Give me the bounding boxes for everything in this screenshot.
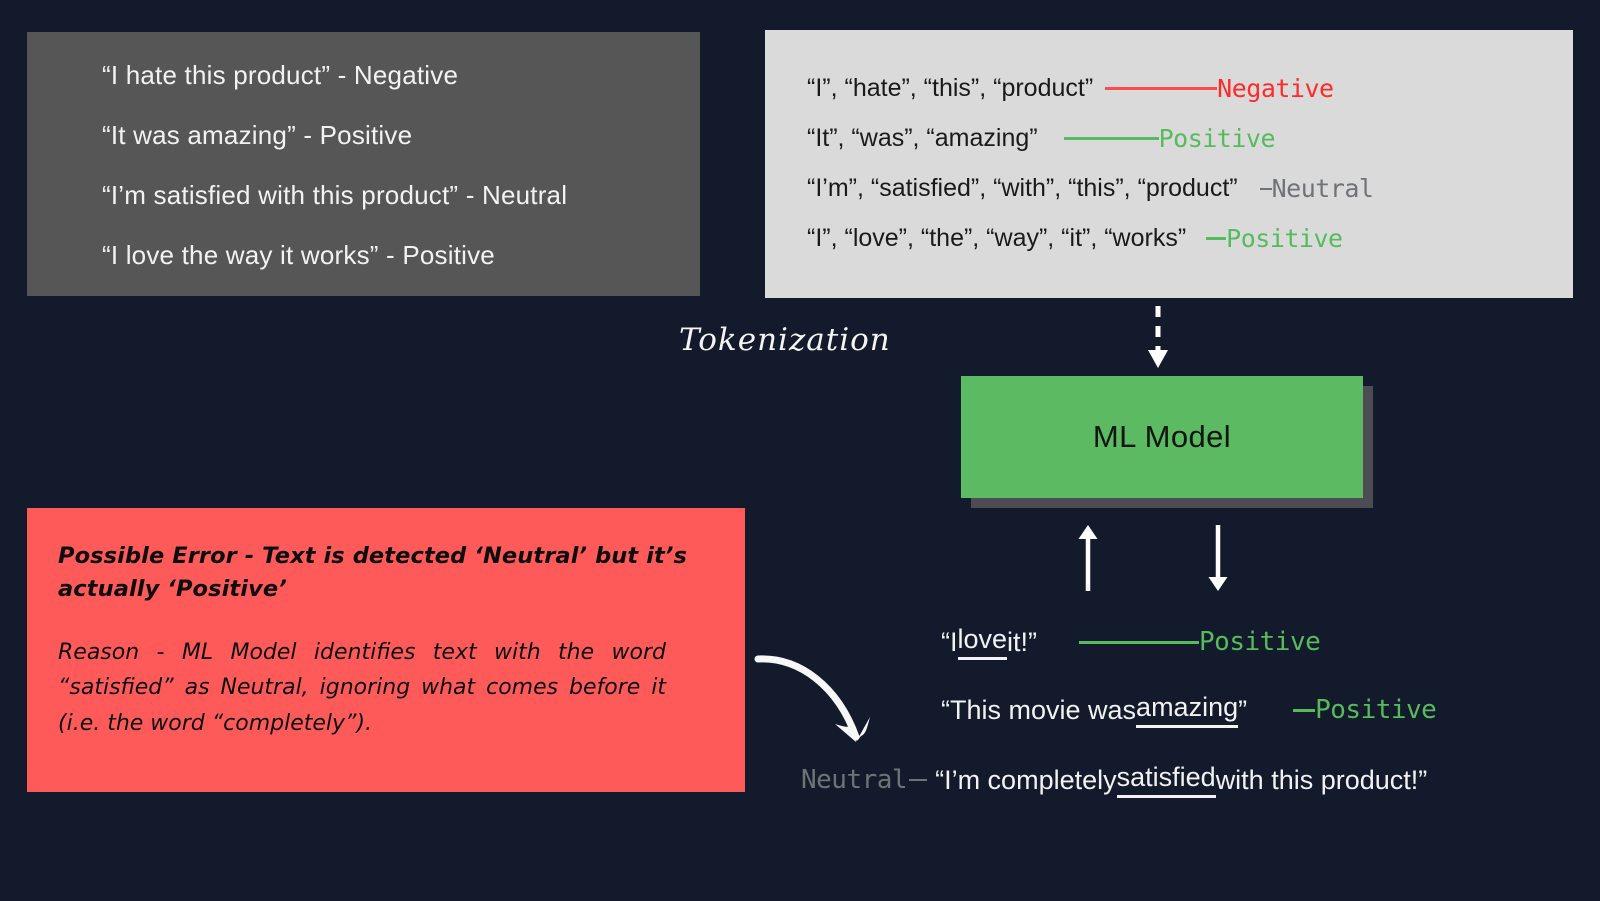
connector-line-positive	[1079, 640, 1200, 644]
tokenized-row: “I”, “hate”, “this”, “product” Negative	[807, 74, 1563, 103]
inference-text-after: ”	[1238, 694, 1248, 725]
token-sequence: “I”, “hate”, “this”, “product”	[807, 74, 1094, 102]
raw-example-line: “I love the way it works” - Positive	[102, 240, 495, 270]
inference-text-after: it!”	[1007, 626, 1038, 657]
dashed-down-arrow-icon	[1148, 306, 1168, 368]
raw-examples-panel: “I hate this product” - Negative “It was…	[27, 32, 700, 296]
token-sequence: “I’m”, “satisfied”, “with”, “this”, “pro…	[807, 174, 1238, 202]
connector-line-negative	[1105, 87, 1218, 90]
error-callout-box: Possible Error - Text is detected ‘Neutr…	[27, 508, 745, 792]
inference-keyword: love	[957, 624, 1008, 660]
error-callout-title: Possible Error - Text is detected ‘Neutr…	[58, 543, 688, 603]
inference-keyword: satisfied	[1116, 762, 1216, 798]
curved-arrow-icon	[754, 655, 870, 742]
sentiment-label-positive: Positive	[1158, 124, 1276, 153]
up-arrow-icon	[1078, 525, 1098, 591]
connector-line-positive	[1063, 137, 1159, 140]
error-callout-reason: Reason - ML Model identifies text with t…	[58, 639, 666, 736]
sentiment-label-neutral: Neutral	[1271, 174, 1374, 203]
ml-model-box: ML Model	[961, 376, 1363, 498]
token-sequence: “I”, “love”, “the”, “way”, “it”, “works”	[807, 224, 1187, 252]
connector-line-neutral	[1259, 187, 1272, 190]
ml-model-label: ML Model	[1092, 419, 1232, 454]
sentiment-label-positive: Positive	[1315, 695, 1437, 725]
down-arrow-icon	[1208, 525, 1228, 591]
inference-text-before: “This movie was	[941, 694, 1137, 725]
connector-line-positive	[1206, 237, 1227, 240]
raw-examples-list: “I hate this product” - Negative “It was…	[102, 60, 684, 300]
connector-line-positive	[1293, 708, 1316, 712]
sentiment-label-positive: Positive	[1226, 224, 1343, 253]
tokenized-list: “I”, “hate”, “this”, “product” Negative …	[807, 74, 1563, 274]
inference-text-before: “I’m completely	[935, 764, 1117, 795]
inference-row: “I love it!” Positive	[941, 624, 1321, 660]
sentiment-label-neutral: Neutral	[801, 765, 908, 795]
raw-example-line: “It was amazing” - Positive	[102, 120, 413, 150]
sentiment-label-positive: Positive	[1199, 627, 1321, 657]
inference-text-after: with this product!”	[1215, 764, 1428, 795]
inference-row: “This movie was amazing ” Positive	[941, 692, 1437, 728]
tokenization-label: Tokenization	[679, 322, 891, 358]
inference-row: Neutral “I’m completely satisfied with t…	[801, 762, 1427, 798]
sentiment-label-negative: Negative	[1217, 74, 1334, 103]
inference-text-before: “I	[941, 626, 958, 657]
connector-line-neutral	[909, 779, 928, 781]
tokenized-examples-panel: “I”, “hate”, “this”, “product” Negative …	[765, 30, 1573, 298]
raw-example-line: “I’m satisfied with this product” - Neut…	[102, 180, 568, 210]
raw-example-line: “I hate this product” - Negative	[102, 60, 459, 90]
tokenized-row: “I’m”, “satisfied”, “with”, “this”, “pro…	[807, 174, 1563, 203]
tokenized-row: “It”, “was”, “amazing” Positive	[807, 124, 1563, 153]
tokenized-row: “I”, “love”, “the”, “way”, “it”, “works”…	[807, 224, 1563, 253]
inference-keyword: amazing	[1136, 692, 1239, 728]
token-sequence: “It”, “was”, “amazing”	[807, 124, 1038, 152]
